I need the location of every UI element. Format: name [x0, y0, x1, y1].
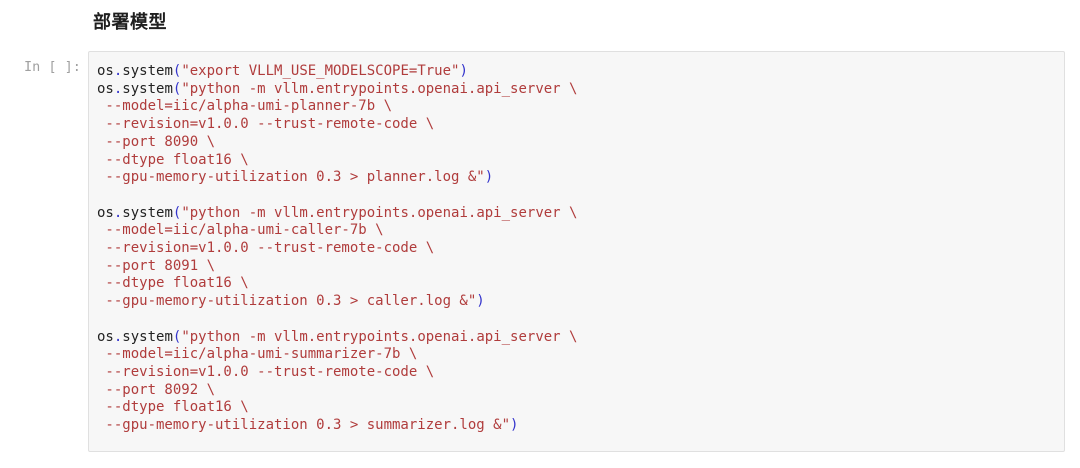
code-token: --dtype float16 \ [97, 399, 249, 416]
code-line: --revision=v1.0.0 --trust-remote-code \ [97, 116, 434, 132]
code-token: os [97, 63, 114, 79]
code-token: --gpu-memory-utilization 0.3 > summarize… [97, 417, 511, 434]
code-content: os.system("export VLLM_USE_MODELSCOPE=Tr… [97, 63, 1056, 435]
code-line: --dtype float16 \ [97, 151, 249, 168]
code-line: --gpu-memory-utilization 0.3 > planner.l… [97, 169, 493, 185]
code-line: os.system("python -m vllm.entrypoints.op… [97, 329, 577, 345]
code-token: ) [459, 63, 468, 79]
cell-input-prompt: In [ ]: [24, 59, 81, 75]
code-token: --dtype float16 \ [97, 275, 249, 292]
code-token: --model=iic/alpha-umi-caller-7b \ [97, 222, 384, 239]
code-line: --revision=v1.0.0 --trust-remote-code \ [97, 240, 434, 256]
code-line: os.system("python -m vllm.entrypoints.op… [97, 81, 577, 97]
code-line: --dtype float16 \ [97, 399, 249, 416]
code-token: . [113, 80, 123, 97]
code-token: system [122, 80, 173, 97]
code-token: . [113, 204, 123, 221]
code-line: --model=iic/alpha-umi-summarizer-7b \ [97, 346, 417, 362]
code-line: --revision=v1.0.0 --trust-remote-code \ [97, 364, 434, 380]
code-token: --gpu-memory-utilization 0.3 > planner.l… [97, 169, 485, 186]
code-token: ) [476, 293, 485, 310]
code-line: --port 8090 \ [97, 134, 215, 150]
code-token: ( [172, 204, 182, 221]
code-line: --port 8092 \ [97, 382, 215, 398]
section-heading: 部署模型 [93, 12, 167, 32]
code-line: --gpu-memory-utilization 0.3 > summarize… [97, 417, 518, 433]
code-token: --port 8091 \ [97, 257, 216, 274]
code-line: --gpu-memory-utilization 0.3 > caller.lo… [97, 293, 485, 310]
code-token: --port 8090 \ [97, 133, 216, 150]
code-token: "python -m vllm.entrypoints.openai.api_s… [181, 328, 578, 345]
code-token: system [122, 328, 173, 345]
code-token: "python -m vllm.entrypoints.openai.api_s… [181, 204, 578, 221]
code-line: os.system("export VLLM_USE_MODELSCOPE=Tr… [97, 63, 468, 79]
code-token: . [113, 328, 123, 345]
code-token: system [122, 204, 173, 221]
code-token: "export VLLM_USE_MODELSCOPE=True" [181, 63, 460, 79]
code-token: os [97, 328, 114, 345]
code-line: --model=iic/alpha-umi-planner-7b \ [97, 98, 392, 114]
code-token: ( [172, 328, 182, 345]
code-token: ( [172, 80, 182, 97]
code-token: os [97, 80, 114, 97]
code-token: --dtype float16 \ [97, 151, 249, 168]
code-input-cell[interactable]: os.system("export VLLM_USE_MODELSCOPE=Tr… [88, 51, 1065, 452]
code-token: . [113, 63, 123, 79]
code-token: --model=iic/alpha-umi-planner-7b \ [97, 98, 393, 115]
code-token: "python -m vllm.entrypoints.openai.api_s… [181, 80, 578, 97]
code-token: ) [510, 417, 519, 434]
code-token: ) [484, 169, 494, 186]
code-line: --port 8091 \ [97, 258, 215, 274]
code-token: --port 8092 \ [97, 381, 216, 398]
code-token: --gpu-memory-utilization 0.3 > caller.lo… [97, 293, 477, 310]
code-token: system [122, 63, 173, 79]
code-line: --model=iic/alpha-umi-caller-7b \ [97, 222, 384, 239]
code-line: os.system("python -m vllm.entrypoints.op… [97, 205, 577, 221]
code-token: --revision=v1.0.0 --trust-remote-code \ [97, 116, 435, 133]
code-token: --model=iic/alpha-umi-summarizer-7b \ [97, 346, 418, 363]
code-line: --dtype float16 \ [97, 275, 249, 292]
code-token: --revision=v1.0.0 --trust-remote-code \ [97, 240, 435, 257]
code-token: --revision=v1.0.0 --trust-remote-code \ [97, 363, 435, 380]
code-token: os [97, 204, 114, 221]
code-token: ( [172, 63, 182, 79]
